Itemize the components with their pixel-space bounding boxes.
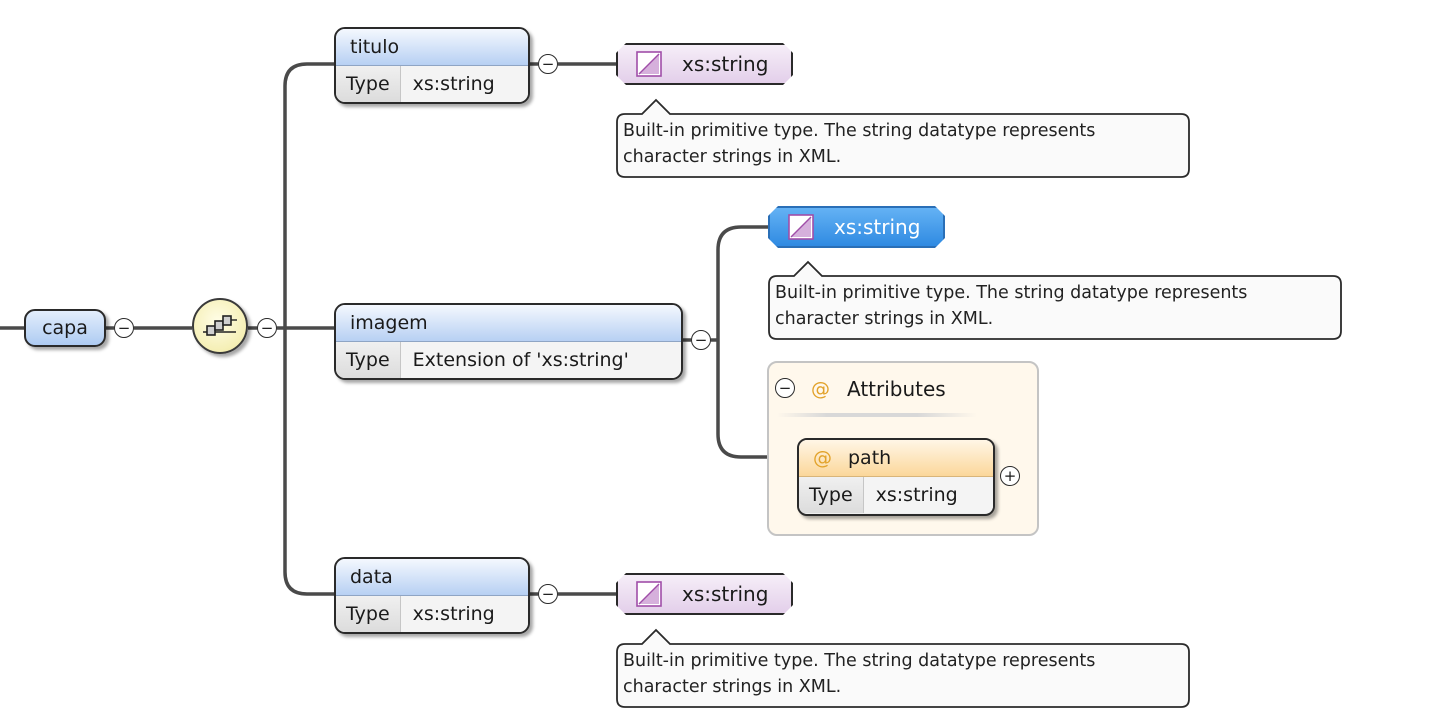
type-node-label: xs:string bbox=[682, 52, 769, 76]
collapse-root-toggle[interactable]: − bbox=[114, 318, 134, 338]
minus-icon: − bbox=[260, 318, 274, 337]
minus-icon: − bbox=[694, 330, 708, 349]
attributes-group-label: Attributes bbox=[847, 377, 946, 401]
element-type-value: xs:string bbox=[412, 73, 495, 95]
type-node-label: xs:string bbox=[682, 582, 769, 606]
annotation-line-2: character strings in XML. bbox=[775, 309, 994, 329]
type-node-titulo[interactable]: xs:string bbox=[616, 43, 793, 85]
type-key-label: Type bbox=[346, 603, 390, 625]
collapse-titulo-toggle[interactable]: − bbox=[538, 54, 558, 74]
simple-type-icon bbox=[788, 214, 814, 240]
annotation-line-1: Built-in primitive type. The string data… bbox=[623, 651, 1096, 671]
attribute-at-icon: @ bbox=[813, 447, 832, 469]
element-name: titulo bbox=[350, 36, 400, 58]
element-imagem[interactable]: imagem Type Extension of 'xs:string' bbox=[334, 303, 683, 380]
simple-type-icon bbox=[636, 51, 662, 77]
minus-icon: − bbox=[778, 378, 792, 397]
type-node-label: xs:string bbox=[834, 215, 921, 239]
annotation-data: Built-in primitive type. The string data… bbox=[615, 627, 1191, 708]
collapse-imagem-toggle[interactable]: − bbox=[691, 330, 711, 350]
minus-icon: − bbox=[541, 584, 555, 603]
root-element-capa[interactable]: capa bbox=[24, 309, 106, 347]
attribute-name: path bbox=[848, 447, 892, 469]
type-key-label: Type bbox=[809, 484, 853, 506]
annotation-line-1: Built-in primitive type. The string data… bbox=[775, 283, 1248, 303]
attributes-group: − @ Attributes @ path Type xs:string bbox=[767, 361, 1039, 536]
element-name: data bbox=[350, 566, 393, 588]
root-element-label: capa bbox=[42, 317, 88, 339]
element-data[interactable]: data Type xs:string bbox=[334, 557, 530, 634]
annotation-imagem: Built-in primitive type. The string data… bbox=[767, 259, 1343, 340]
type-node-imagem-selected[interactable]: xs:string bbox=[768, 206, 945, 248]
minus-icon: − bbox=[541, 54, 555, 73]
attribute-type-value: xs:string bbox=[875, 484, 958, 506]
expand-path-toggle[interactable]: + bbox=[1000, 466, 1020, 486]
type-node-data[interactable]: xs:string bbox=[616, 573, 793, 615]
element-type-value: xs:string bbox=[412, 603, 495, 625]
element-name: imagem bbox=[350, 312, 428, 334]
annotation-titulo: Built-in primitive type. The string data… bbox=[615, 97, 1191, 178]
sequence-compositor[interactable] bbox=[192, 298, 248, 354]
minus-icon: − bbox=[117, 318, 131, 337]
collapse-attributes-toggle[interactable]: − bbox=[775, 378, 795, 398]
attribute-path[interactable]: @ path Type xs:string bbox=[797, 438, 995, 516]
attributes-separator bbox=[777, 413, 977, 417]
annotation-line-1: Built-in primitive type. The string data… bbox=[623, 121, 1096, 141]
collapse-sequence-toggle[interactable]: − bbox=[257, 318, 277, 338]
element-type-value: Extension of 'xs:string' bbox=[412, 349, 629, 371]
element-titulo[interactable]: titulo Type xs:string bbox=[334, 27, 530, 104]
annotation-line-2: character strings in XML. bbox=[623, 677, 842, 697]
annotation-line-2: character strings in XML. bbox=[623, 147, 842, 167]
attribute-at-icon: @ bbox=[811, 378, 830, 400]
collapse-data-toggle[interactable]: − bbox=[538, 584, 558, 604]
simple-type-icon bbox=[636, 581, 662, 607]
type-key-label: Type bbox=[346, 349, 390, 371]
type-key-label: Type bbox=[346, 73, 390, 95]
plus-icon: + bbox=[1003, 466, 1017, 485]
sequence-icon bbox=[203, 315, 237, 336]
